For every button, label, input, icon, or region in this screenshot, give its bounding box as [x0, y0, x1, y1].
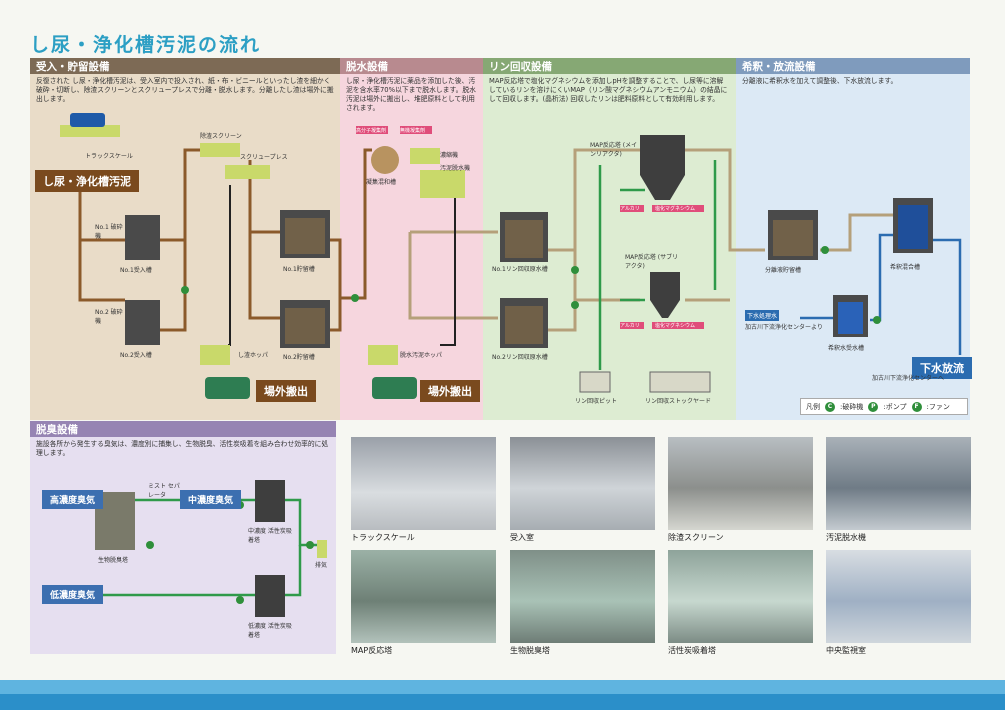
photo-caption: 汚泥脱水機: [826, 533, 866, 542]
photo-dewaterer: [826, 437, 971, 530]
label-p-tank2: No.2リン回収原水槽: [492, 354, 548, 361]
section-desc: MAP反応塔で塩化マグネシウムを添加しpHを調整することで、し尿等に溶解している…: [489, 77, 728, 103]
label-tank-in1: No.1受入槽: [120, 267, 152, 274]
photo-receiving-room: [510, 437, 655, 530]
label-alkali-1: アルカリ: [620, 206, 640, 212]
legend-crusher: :破砕機: [840, 402, 864, 411]
photo-caption: 活性炭吸着塔: [668, 646, 716, 655]
label-carbon-low: 低濃度 活性炭吸着塔: [248, 623, 292, 639]
label-inorganic: 無機凝集剤: [400, 128, 426, 134]
label-crusher1: No.1 破砕機: [95, 224, 123, 240]
photo-control-room: [826, 550, 971, 643]
section-desc: 分離液に希釈水を加えて調整後、下水放流します。: [742, 77, 898, 85]
section-receiving: 受入・貯留設備 反復された し尿・浄化槽汚泥は、受入室内で投入され、紙・布・ビニ…: [30, 58, 340, 420]
mid-odor-badge: 中濃度臭気: [180, 490, 242, 509]
label-exhaust: 排気: [315, 562, 328, 569]
fan-icon: F: [911, 401, 922, 412]
label-dewaterer: 汚泥脱水機: [440, 165, 471, 172]
section-heading: リン回収設備: [483, 58, 736, 74]
label-residue-hopper: し渣ホッパ: [238, 352, 269, 359]
photo-caption: 除渣スクリーン: [668, 533, 724, 542]
label-crusher2: No.2 破砕機: [95, 309, 123, 325]
label-bio: 生物脱臭塔: [98, 557, 129, 564]
label-dilute-mix: 希釈混合槽: [890, 264, 921, 271]
photo-carbon: [668, 550, 813, 643]
high-odor-badge: 高濃度臭気: [42, 490, 104, 509]
offsite-badge-2: 場外搬出: [420, 380, 480, 402]
label-yard: リン回収ストックヤード: [645, 398, 712, 405]
section-desc: 反復された し尿・浄化槽汚泥は、受入室内で投入され、紙・布・ビニールといったし渣…: [36, 77, 334, 103]
page-title: し尿・浄化槽汚泥の流れ: [30, 34, 262, 56]
label-alkali-2: アルカリ: [620, 323, 640, 329]
photo-caption: 中央監視室: [826, 646, 866, 655]
label-map-sub: MAP反応塔 (サブリアクタ): [625, 254, 679, 270]
legend-pump: :ポンプ: [883, 402, 907, 411]
label-thickener: 濃縮機: [440, 152, 459, 159]
label-pit: リン回収ピット: [575, 398, 618, 405]
label-mgcl-1: 塩化マグネシウム: [655, 206, 696, 212]
label-sep-store: 分離液貯留槽: [765, 267, 802, 274]
photo-caption: 受入室: [510, 533, 534, 542]
label-screw-press: スクリュープレス: [240, 154, 288, 161]
legend-fan: :ファン: [926, 402, 950, 411]
section-heading: 希釈・放流設備: [736, 58, 970, 74]
pump-icon: P: [868, 401, 879, 412]
label-condenser-tank: 凝集混和槽: [366, 179, 397, 186]
photo-screen: [668, 437, 813, 530]
photo-truck-scale: [351, 437, 496, 530]
label-dilute-water: 希釈水受水槽: [828, 345, 865, 352]
photo-map: [351, 550, 496, 643]
crusher-icon: C: [825, 401, 835, 412]
photo-caption: トラックスケール: [351, 533, 415, 542]
section-desc: 施設各所から発生する臭気は、濃度別に捕集し、生物脱臭、活性炭吸着を組み合わせ効率…: [36, 440, 329, 457]
low-odor-badge: 低濃度臭気: [42, 585, 104, 604]
photo-caption: 生物脱臭塔: [510, 646, 550, 655]
label-carbon-mid: 中濃度 活性炭吸着塔: [248, 528, 292, 544]
photo-caption: MAP反応塔: [351, 646, 393, 655]
label-tank-in2: No.2受入槽: [120, 352, 152, 359]
label-polymer: 高分子凝集剤: [356, 128, 387, 134]
label-to-center: 加古川下流浄化センターへ: [872, 375, 945, 382]
label-mist: ミスト セパレータ: [148, 483, 180, 499]
footer-band: [0, 680, 1005, 694]
section-desc: し尿・浄化槽汚泥に薬品を添加した後、汚泥を含水率70%以下まで脱水します。脱水汚…: [346, 77, 476, 112]
label-mgcl-2: 塩化マグネシウム: [655, 323, 696, 329]
label-cake-hopper: 脱水汚泥ホッパ: [400, 352, 443, 359]
label-map-main: MAP反応塔 (メインリアクタ): [590, 142, 638, 158]
legend-title: 凡例: [806, 402, 820, 411]
footer-band-dark: [0, 694, 1005, 710]
label-p-tank1: No.1リン回収原水槽: [492, 266, 548, 273]
photo-bio: [510, 550, 655, 643]
section-dewatering: 脱水設備 し尿・浄化槽汚泥に薬品を添加した後、汚泥を含水率70%以下まで脱水しま…: [340, 58, 483, 420]
legend: 凡例 C :破砕機 P :ポンプ F :ファン: [800, 398, 968, 415]
label-store2: No.2貯留槽: [283, 354, 315, 361]
offsite-badge-1: 場外搬出: [256, 380, 316, 402]
section-phosphorus: リン回収設備 MAP反応塔で塩化マグネシウムを添加しpHを調整することで、し尿等…: [483, 58, 736, 420]
sludge-badge: し尿・浄化槽汚泥: [35, 170, 139, 192]
label-screen: 除渣スクリーン: [200, 133, 242, 140]
section-heading: 受入・貯留設備: [30, 58, 340, 74]
label-truck-scale: トラックスケール: [85, 153, 133, 160]
discharge-badge: 下水放流: [912, 357, 972, 379]
label-from-center: 加古川下流浄化センターより: [745, 324, 823, 331]
label-store1: No.1貯留槽: [283, 266, 315, 273]
label-sewer-water: 下水処理水: [745, 310, 780, 321]
section-heading: 脱臭設備: [30, 421, 336, 437]
section-heading: 脱水設備: [340, 58, 483, 74]
